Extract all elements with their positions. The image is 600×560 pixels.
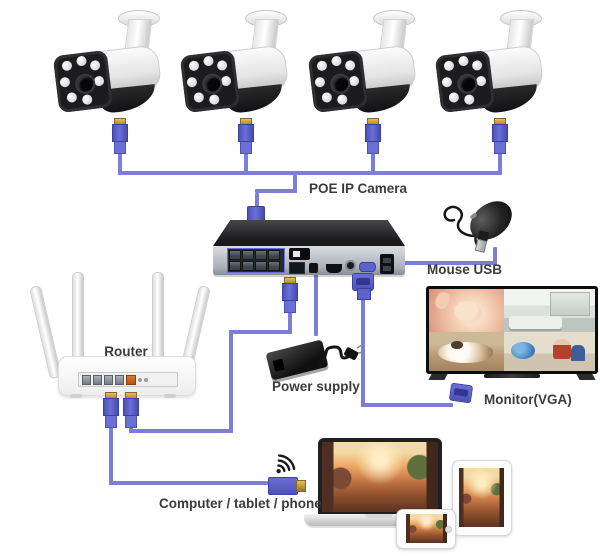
monitor-vga-connector: [448, 382, 474, 404]
cam3-drop-cable: [371, 150, 375, 173]
monitor-foot: [576, 374, 596, 380]
camera-front: [52, 49, 114, 114]
mouse-usb-label: Mouse USB: [427, 262, 503, 277]
cam3-rj45-connector: [365, 118, 381, 154]
poe-camera-4: [434, 8, 546, 120]
computer-tablet-phone-label: Computer / tablet / phone: [159, 496, 322, 511]
camera-lens: [74, 72, 97, 95]
tablet: [452, 460, 512, 536]
cam4-rj45-connector: [492, 118, 508, 154]
router-foot: [164, 394, 176, 398]
camera-lens: [329, 72, 352, 95]
camera-front: [307, 49, 369, 114]
monitor-stand-bar: [484, 374, 540, 378]
router: Router: [29, 268, 211, 418]
camera-front: [434, 49, 496, 114]
camera-view-livingroom: [503, 289, 595, 333]
nvr-eth-rj45-connector: [282, 277, 298, 313]
router-lan-port: [115, 374, 124, 385]
vga-monitor: [426, 286, 598, 388]
router-lan-port: [82, 374, 91, 385]
monitor-screen: [429, 289, 595, 371]
router-lan-cable-v: [109, 420, 113, 485]
nvr-top-face: [213, 220, 405, 246]
nvr-lan-port: [289, 262, 305, 274]
router-reset-button: [138, 377, 142, 382]
nvr-dc-jack: [309, 263, 318, 273]
poe-camera-3: [307, 8, 419, 120]
laptop-screen-image: [322, 442, 438, 512]
nvr-recorder: [213, 220, 405, 278]
poe-camera-2: [179, 8, 291, 120]
cam2-rj45-connector: [238, 118, 254, 154]
power-supply-label: Power supply: [272, 379, 360, 394]
nvr-vga-port: [359, 262, 376, 272]
cam1-rj45-connector: [112, 118, 128, 154]
nvr-usb-ports: [380, 254, 394, 274]
camera-lens: [201, 72, 224, 95]
router-rj45-connector-1: [103, 392, 119, 428]
camera-bus-cable: [118, 171, 502, 175]
nvr-eth-cable-h2: [129, 429, 233, 433]
router-lan-cable-h: [109, 481, 268, 485]
vga-cable-h: [361, 403, 453, 407]
nvr-hdmi-port: [326, 264, 342, 273]
laptop-screen: [318, 438, 442, 516]
tablet-screen-image: [459, 468, 504, 527]
router-power-jack: [144, 377, 148, 382]
monitor-foot: [428, 374, 448, 380]
nvr-audio-connector: [345, 260, 356, 271]
phone: [396, 509, 456, 549]
phone-home-button: [445, 526, 452, 533]
cam2-drop-cable: [244, 150, 248, 173]
wifi-signal-icon: [276, 454, 296, 474]
monitor-vga-label: Monitor(VGA): [484, 392, 572, 407]
nvr-vga-connector-shaft: [357, 288, 371, 300]
wifi-rj45-connector: [268, 477, 306, 495]
poe-ip-camera-label: POE IP Camera: [309, 181, 408, 196]
router-rj45-connector-2: [123, 392, 139, 428]
nvr-to-mouse-cable-v: [493, 247, 497, 265]
router-lan-port: [93, 374, 102, 385]
cam1-drop-cable: [118, 150, 122, 173]
power-supply-cord: [318, 344, 364, 368]
bus-to-nvr-cable-v2: [255, 193, 259, 209]
nvr-poe-ports: [227, 248, 285, 273]
camera-view-baby: [429, 289, 504, 333]
bus-to-nvr-cable-h: [255, 189, 297, 193]
phone-screen-image: [406, 514, 447, 543]
monitor-bezel: [426, 286, 598, 374]
camera-front: [179, 49, 241, 114]
camera-view-kids: [503, 332, 595, 371]
router-foot: [70, 394, 82, 398]
nvr-power-switch: [289, 248, 310, 260]
router-lan-port: [104, 374, 113, 385]
nvr-eth-cable-v1: [288, 303, 292, 334]
nvr-eth-cable-v2: [229, 330, 233, 433]
router-wan-port: [126, 374, 136, 385]
nvr-eth-cable-h1: [229, 330, 292, 334]
router-port-strip: [78, 372, 178, 387]
bus-to-nvr-cable-v1: [293, 175, 297, 193]
nvr-to-mouse-cable-h: [403, 261, 497, 265]
camera-lens: [456, 72, 479, 95]
cam4-drop-cable: [498, 150, 502, 173]
router-label: Router: [104, 344, 148, 359]
router-antenna: [29, 285, 62, 380]
nvr-power-cable: [314, 274, 318, 336]
camera-view-dog: [429, 332, 504, 371]
poe-camera-1: [52, 8, 164, 120]
